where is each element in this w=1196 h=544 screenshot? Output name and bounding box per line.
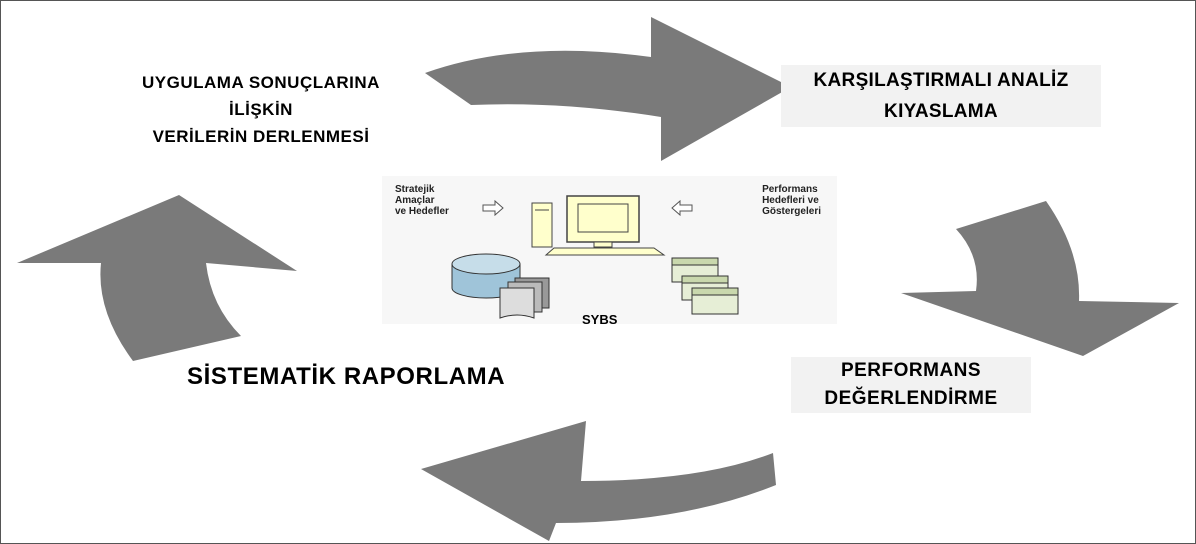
arrow-left-up bbox=[17, 195, 297, 361]
performance-targets-text: Performans Hedefleri ve Göstergeleri bbox=[762, 184, 821, 217]
collection-label: UYGULAMA SONUÇLARINA İLİŞKİN VERİLERİN D… bbox=[142, 73, 380, 146]
arrow-bottom-left bbox=[421, 421, 776, 541]
arrow-right-down bbox=[901, 201, 1179, 356]
arrow-right-icon bbox=[482, 199, 504, 217]
files-icon bbox=[671, 257, 739, 315]
sybs-panel: Stratejik Amaçlar ve Hedefler Performans… bbox=[382, 176, 837, 327]
arrow-top-right bbox=[425, 17, 791, 161]
sybs-illustration bbox=[451, 195, 739, 319]
performance-label: PERFORMANS DEĞERLENDİRME bbox=[791, 357, 1031, 413]
arrow-left-icon bbox=[671, 199, 693, 217]
sybs-label: SYBS bbox=[582, 312, 618, 327]
analysis-label: KARŞILAŞTIRMALI ANALİZ KIYASLAMA bbox=[781, 65, 1101, 127]
documents-icon bbox=[499, 277, 550, 319]
reporting-label: SİSTEMATİK RAPORLAMA bbox=[187, 363, 506, 390]
strategic-goals-text: Stratejik Amaçlar ve Hedefler bbox=[395, 184, 449, 217]
computer-icon bbox=[531, 195, 666, 256]
